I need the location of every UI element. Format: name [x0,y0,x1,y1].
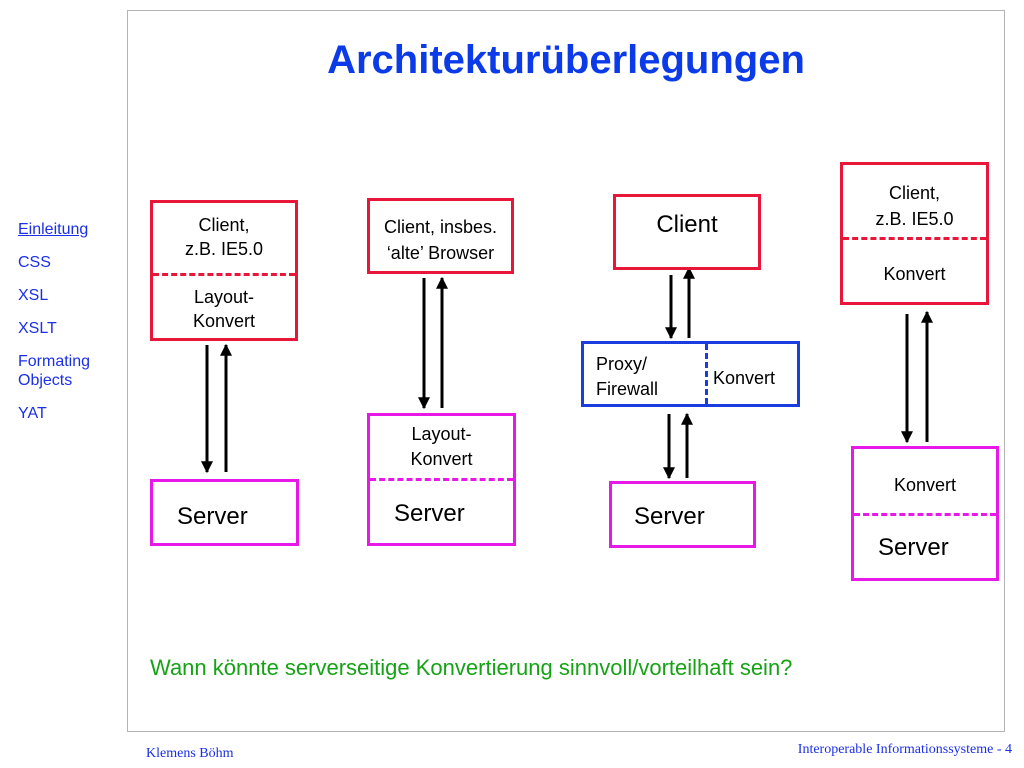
col3-konvert-label: Konvert [713,368,776,388]
col1-konvert-line1: Layout- [193,287,255,307]
col1-divider [153,273,295,276]
footer-author: Klemens Böhm [146,746,234,761]
col3-proxy-line1: Proxy/ [596,354,648,374]
side-navigation: Einleitung CSS XSL XSLT Formating Object… [18,220,126,437]
col1-client-line2: z.B. IE5.0 [184,239,264,259]
nav-link-xsl[interactable]: XSL [18,287,49,304]
col2-server-box: Layout- Konvert Server [367,413,516,546]
nav-link-formating-objects[interactable]: Formating Objects [18,353,91,389]
col2-server-label: Server [394,500,465,527]
col3-server-label: Server [634,503,705,530]
col2-konvert-line2: Konvert [410,449,473,469]
footer-course: Interoperable Informationssysteme - 4 [797,742,1012,757]
col3-client-box: Client [613,194,761,270]
col4-client-box: Client, z.B. IE5.0 Konvert [840,162,989,305]
col3-divider [705,344,708,404]
col4-server-box: Konvert Server [851,446,999,581]
col4-client-line2: z.B. IE5.0 [875,209,954,229]
col2-divider [370,478,513,481]
nav-link-einleitung[interactable]: Einleitung [18,221,89,238]
slide-frame [127,10,1005,732]
discussion-question: Wann könnte serverseitige Konvertierung … [150,655,793,680]
col3-client-label: Client [656,211,718,238]
col1-client-box: Client, z.B. IE5.0 Layout- Konvert [150,200,298,341]
col4-konvert-label: Konvert [883,264,946,284]
col4-divider [843,237,986,240]
nav-link-xslt[interactable]: XSLT [18,320,57,337]
nav-link-css[interactable]: CSS [18,254,51,271]
col2-client-box: Client, insbes. ‘alte’ Browser [367,198,514,274]
col2-client-line2: ‘alte’ Browser [386,243,495,263]
col4-konvert-bottom-label: Konvert [893,475,957,495]
col3-proxy-box: Proxy/ Firewall Konvert [581,341,800,407]
slide-title: Architekturüberlegungen [327,38,805,82]
col1-client-line1: Client, [198,215,250,235]
col3-proxy-line2: Firewall [596,379,659,399]
col4-server-divider [854,513,996,516]
col2-konvert-line1: Layout- [411,424,472,444]
col4-client-line1: Client, [888,183,941,203]
col1-server-label: Server [177,503,248,530]
col1-konvert-line2: Konvert [192,311,256,331]
col3-server-box: Server [609,481,756,548]
col2-client-line1: Client, insbes. [383,217,498,237]
nav-link-yat[interactable]: YAT [18,405,47,422]
col4-server-label: Server [878,534,949,561]
col1-server-box: Server [150,479,299,546]
